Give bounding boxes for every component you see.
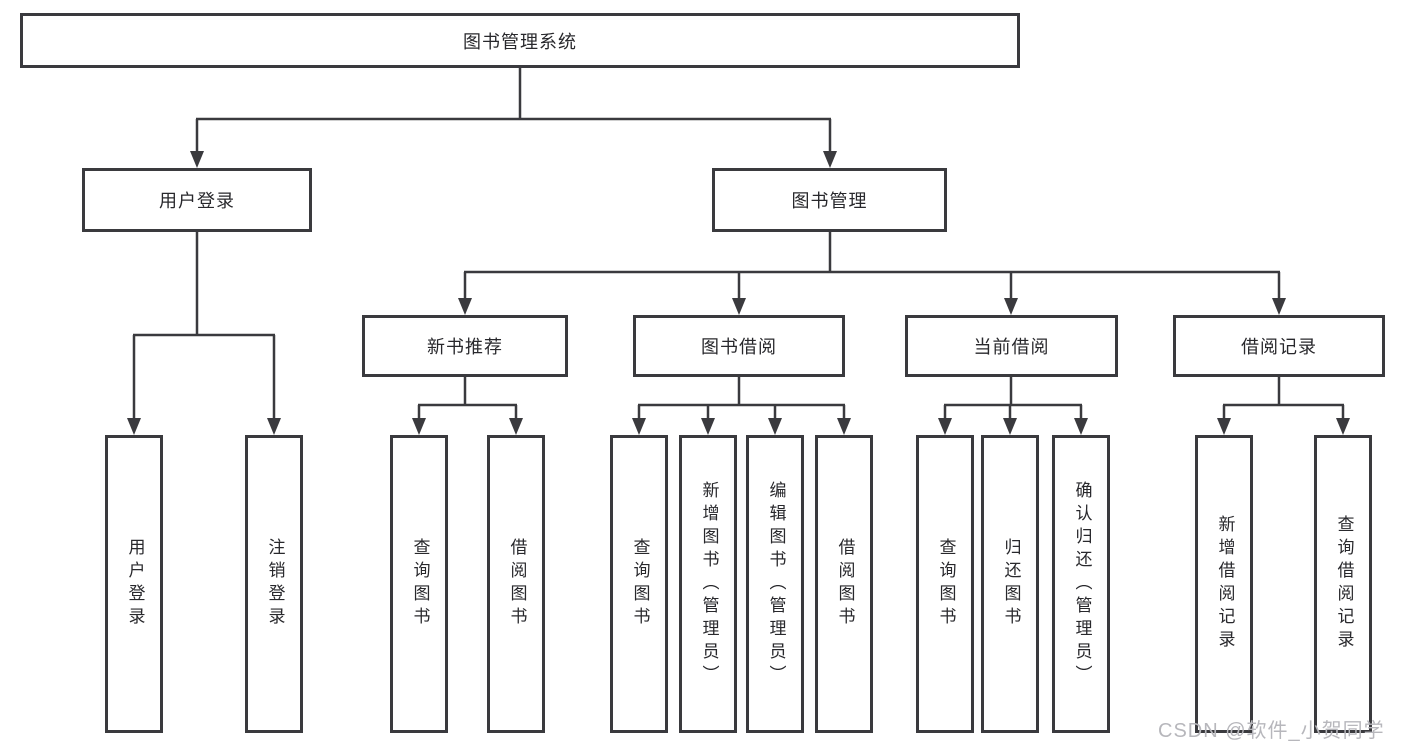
leaf-user-login-label: 用户登录 xyxy=(124,538,145,630)
node-book-borrowing-label: 图书借阅 xyxy=(701,337,777,358)
leaf-query-books-1-label: 查询图书 xyxy=(409,538,430,630)
leaf-add-borrow-record-label: 新增借阅记录 xyxy=(1214,515,1235,653)
node-new-book-recommend-label: 新书推荐 xyxy=(427,337,503,358)
leaf-query-books-1: 查询图书 xyxy=(390,435,448,733)
arrowheads xyxy=(127,151,1350,435)
node-borrowing-records-label: 借阅记录 xyxy=(1241,337,1317,358)
leaf-query-borrow-record-label: 查询借阅记录 xyxy=(1333,515,1354,653)
leaf-add-books-admin: 新增图书（管理员） xyxy=(679,435,737,733)
leaf-return-books-label: 归还图书 xyxy=(1000,538,1021,630)
leaf-confirm-return-admin-label: 确认归还（管理员） xyxy=(1071,480,1092,688)
leaf-user-login: 用户登录 xyxy=(105,435,163,733)
leaf-query-books-2-label: 查询图书 xyxy=(629,538,650,630)
leaf-query-borrow-record: 查询借阅记录 xyxy=(1314,435,1372,733)
leaf-query-books-3: 查询图书 xyxy=(916,435,974,733)
node-user-login-label: 用户登录 xyxy=(159,191,235,212)
leaf-confirm-return-admin: 确认归还（管理员） xyxy=(1052,435,1110,733)
node-book-management-label: 图书管理 xyxy=(791,191,868,212)
leaf-borrow-books-1-label: 借阅图书 xyxy=(506,538,527,630)
leaf-borrow-books-2: 借阅图书 xyxy=(815,435,873,733)
csdn-watermark: CSDN @软件_小贺同学 xyxy=(1158,720,1385,742)
leaf-logout-label: 注销登录 xyxy=(264,538,285,630)
node-root-system: 图书管理系统 xyxy=(20,13,1020,68)
leaf-add-books-admin-label: 新增图书（管理员） xyxy=(698,480,719,688)
node-borrowing-records: 借阅记录 xyxy=(1173,315,1385,377)
node-book-borrowing: 图书借阅 xyxy=(633,315,845,377)
leaf-query-books-3-label: 查询图书 xyxy=(935,538,956,630)
leaf-logout: 注销登录 xyxy=(245,435,303,733)
node-new-book-recommend: 新书推荐 xyxy=(362,315,568,377)
leaf-edit-books-admin: 编辑图书（管理员） xyxy=(746,435,804,733)
node-current-borrowing: 当前借阅 xyxy=(905,315,1118,377)
leaf-query-books-2: 查询图书 xyxy=(610,435,668,733)
leaf-borrow-books-2-label: 借阅图书 xyxy=(834,538,855,630)
node-root-system-label: 图书管理系统 xyxy=(463,31,577,53)
node-book-management: 图书管理 xyxy=(712,168,947,232)
node-current-borrowing-label: 当前借阅 xyxy=(973,337,1050,358)
leaf-return-books: 归还图书 xyxy=(981,435,1039,733)
leaf-borrow-books-1: 借阅图书 xyxy=(487,435,545,733)
node-user-login: 用户登录 xyxy=(82,168,312,232)
leaf-add-borrow-record: 新增借阅记录 xyxy=(1195,435,1253,733)
leaf-edit-books-admin-label: 编辑图书（管理员） xyxy=(765,480,786,688)
